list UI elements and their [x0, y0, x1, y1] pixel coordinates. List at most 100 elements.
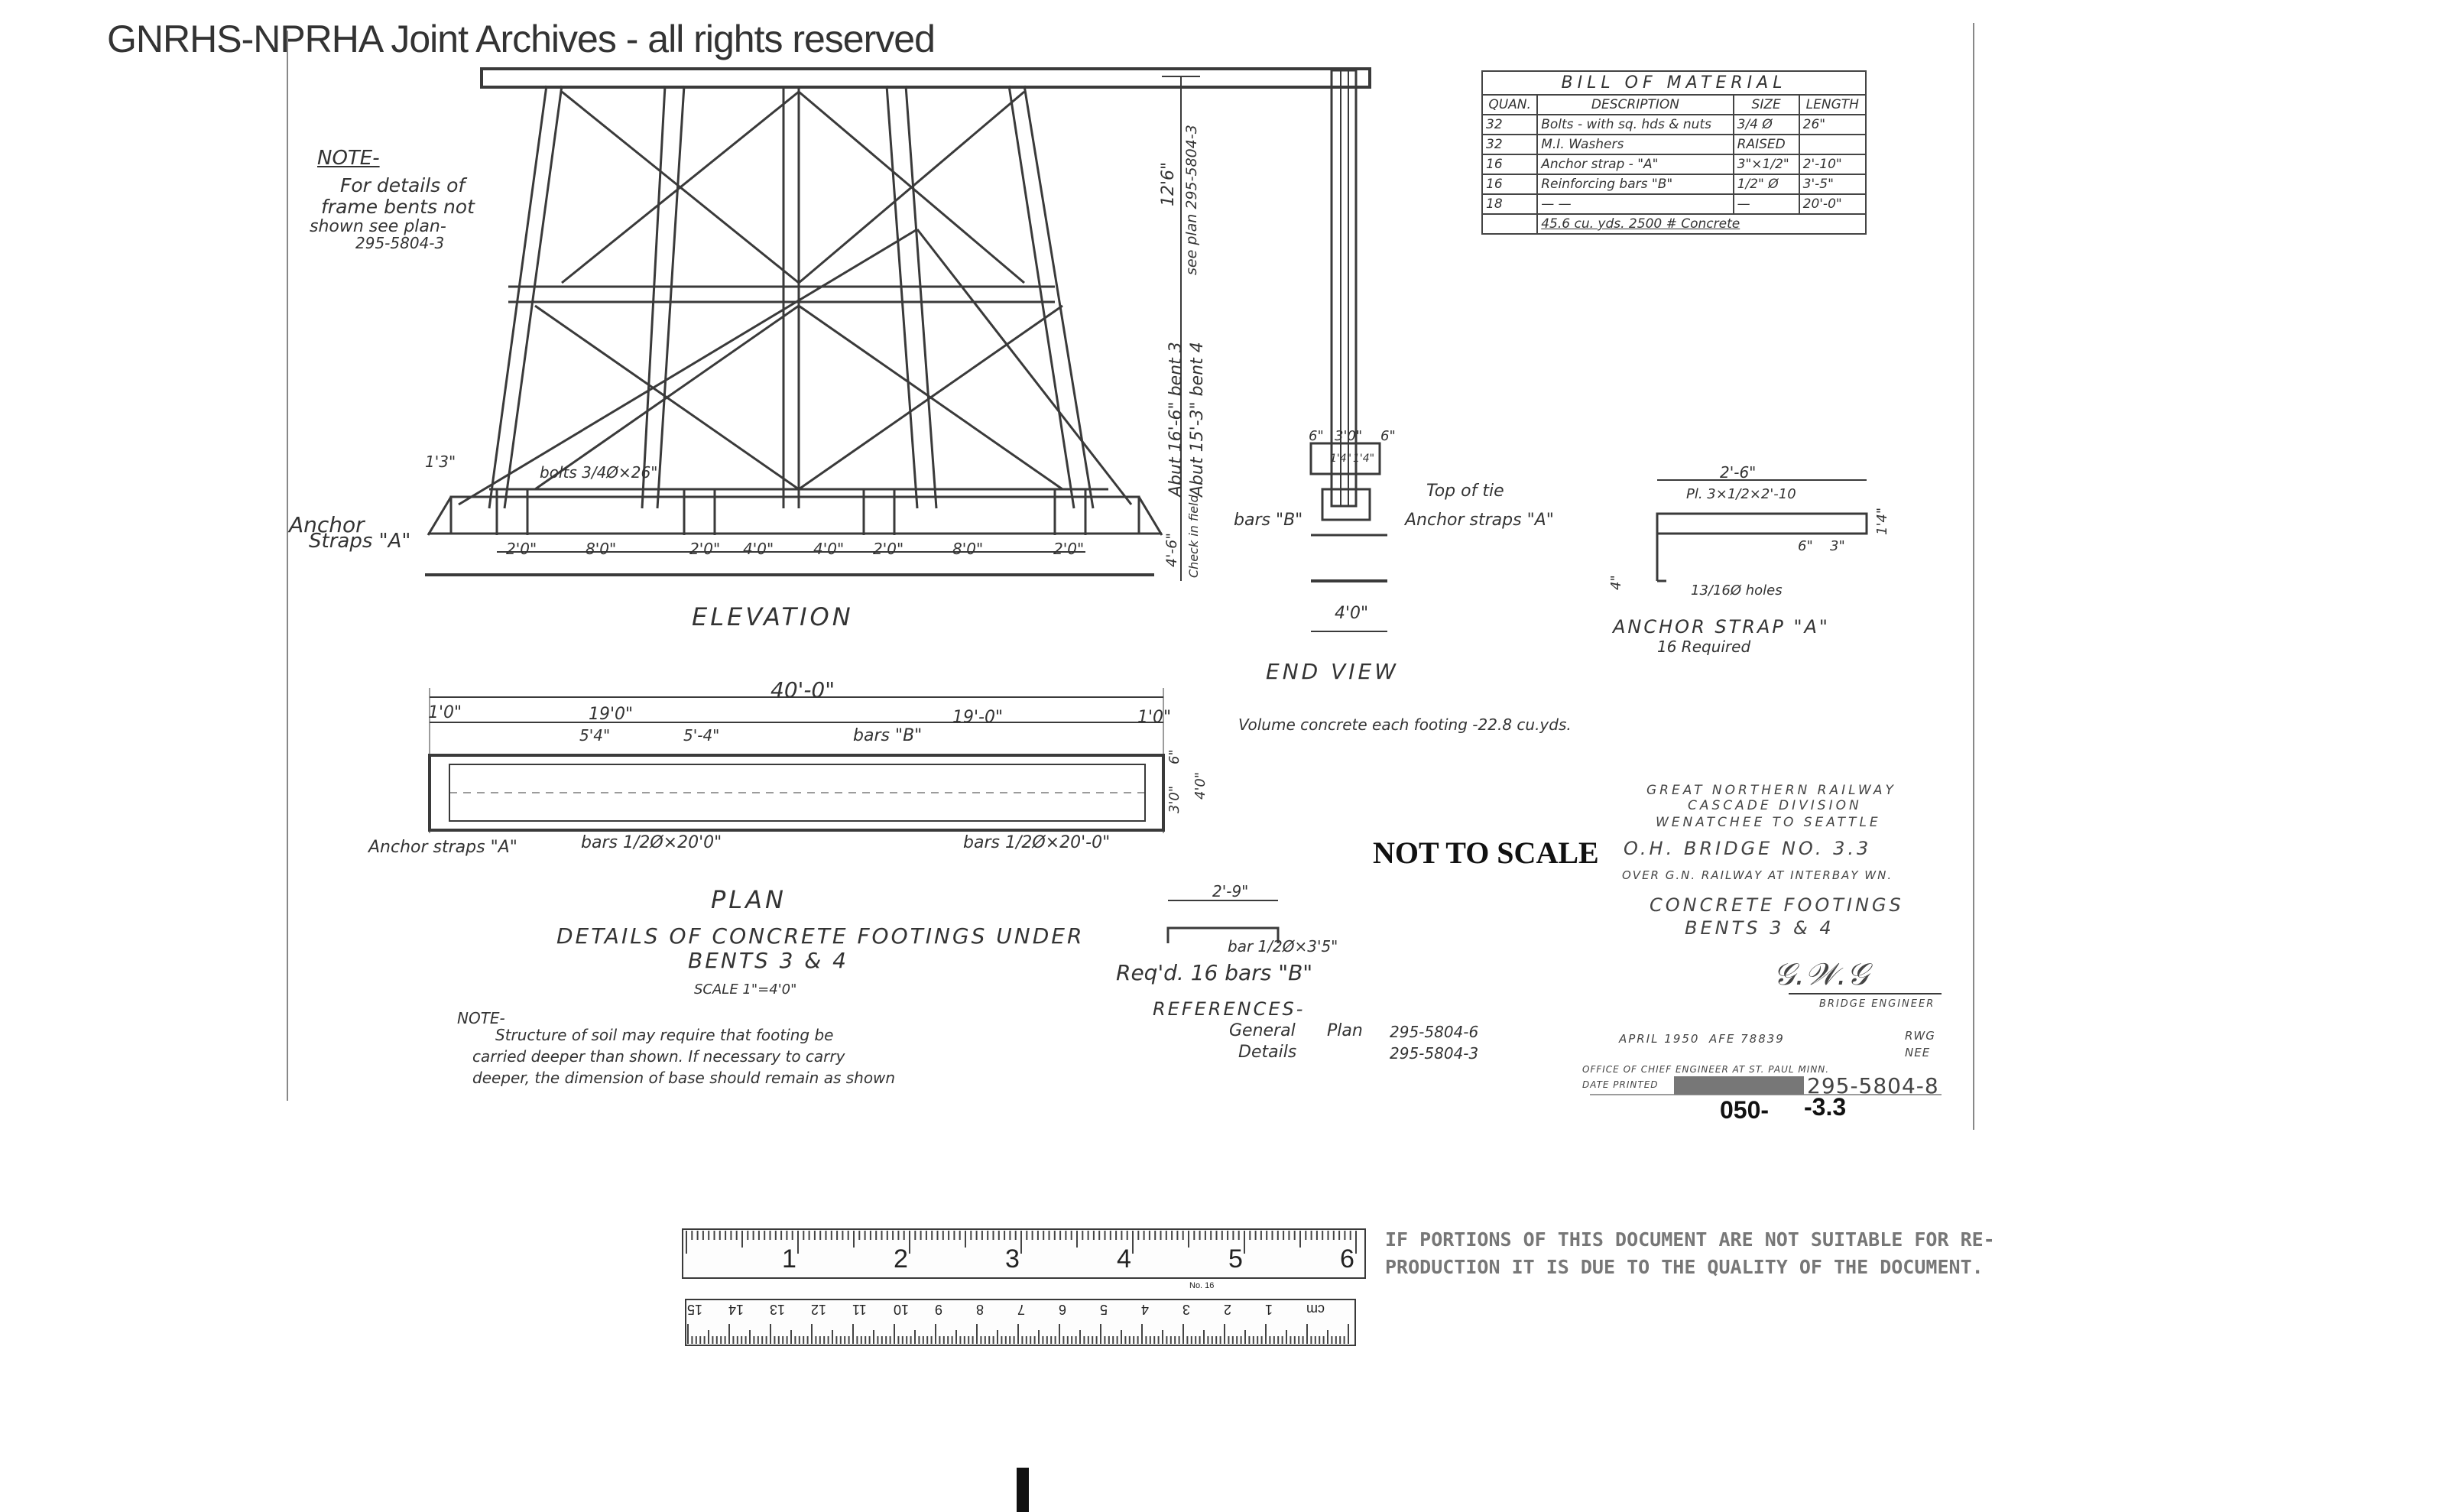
plan-width-a: 3'0"	[1166, 785, 1182, 813]
bar-b-label: bar 1/2Ø×3'5"	[1228, 937, 1338, 956]
elevation-dim-2: 8'0"	[586, 540, 617, 558]
quality-stamp-line-2: PRODUCTION IT IS DUE TO THE QUALITY OF T…	[1385, 1256, 1984, 1278]
bom-col-desc: DESCRIPTION	[1536, 94, 1734, 115]
elevation-left-mark: 1'3"	[425, 453, 456, 471]
tb-date: APRIL 1950	[1619, 1032, 1700, 1046]
quality-stamp-line-1: IF PORTIONS OF THIS DOCUMENT ARE NOT SUI…	[1385, 1228, 1995, 1251]
bom-length: 3'-5"	[1798, 174, 1867, 195]
tb-over: OVER G.N. RAILWAY AT INTERBAY WN.	[1622, 868, 1893, 882]
elevation-dim-3: 2'0"	[689, 540, 721, 558]
bom-col-length: LENGTH	[1798, 94, 1867, 115]
end-view-inner-dim-2: 1'4"	[1353, 453, 1375, 465]
note-top-line-1: For details of	[340, 174, 466, 196]
sheet-number-suffix: -3.3	[1804, 1093, 1847, 1121]
ruler-cm-label: 9	[935, 1302, 943, 1317]
bom-total-blank	[1481, 213, 1539, 235]
elevation-check: Check in field	[1186, 495, 1201, 578]
bom-quan: 16	[1481, 174, 1539, 195]
ruler-cm-label: 4	[1141, 1302, 1150, 1317]
quality-stamp: IF PORTIONS OF THIS DOCUMENT ARE NOT SUI…	[1385, 1226, 1995, 1281]
tb-route: WENATCHEE TO SEATTLE	[1656, 815, 1881, 830]
bom-row: 18 — — — 20'-0"	[1481, 193, 1867, 215]
bill-of-material: BILL OF MATERIAL QUAN. DESCRIPTION SIZE …	[1481, 70, 1867, 235]
bar-b-length: 2'-9"	[1212, 882, 1249, 900]
bom-total: 45.6 cu. yds. 2500 # Concrete	[1536, 213, 1867, 235]
bom-total-row: 45.6 cu. yds. 2500 # Concrete	[1481, 213, 1867, 235]
ruler-cm-label: 7	[1017, 1302, 1026, 1317]
references-plan-no: 295-5804-6	[1390, 1023, 1479, 1041]
strap-dim-1: 6"	[1798, 538, 1813, 554]
bom-length	[1798, 134, 1867, 155]
tb-printed: DATE PRINTED	[1582, 1079, 1659, 1090]
ruler-inch-label: 3	[1005, 1244, 1020, 1274]
ruler-cm-label: 1	[1265, 1302, 1273, 1317]
not-to-scale-label: NOT TO SCALE	[1373, 835, 1599, 870]
references-title: REFERENCES-	[1153, 998, 1306, 1020]
bom-desc: — —	[1536, 193, 1734, 215]
ruler-inch-label: 5	[1228, 1244, 1243, 1274]
bom-table: BILL OF MATERIAL QUAN. DESCRIPTION SIZE …	[1481, 70, 1867, 235]
plan-overall: 40'-0"	[770, 677, 835, 702]
ruler-cm-label: 10	[894, 1302, 910, 1317]
bom-quan: 32	[1481, 134, 1539, 155]
bom-quan: 18	[1481, 193, 1539, 215]
bom-desc: Reinforcing bars "B"	[1536, 174, 1734, 195]
bom-row: 32 Bolts - with sq. hds & nuts 3/4 Ø 26"	[1481, 114, 1867, 135]
bom-desc: M.I. Washers	[1536, 134, 1734, 155]
elevation-bent-4: Abut 15'-3" bent 4	[1188, 342, 1207, 497]
end-view-volume-note: Volume concrete each footing -22.8 cu.yd…	[1238, 715, 1572, 734]
end-view-width: 4'0"	[1335, 604, 1369, 623]
elevation-dim-1: 2'0"	[506, 540, 537, 558]
elevation-anchor: Anchor	[289, 512, 365, 537]
end-view-top-dim-2: 3'0"	[1335, 428, 1363, 444]
plan-sub-1: 5'4"	[579, 726, 611, 745]
tb-rwg: RWG	[1905, 1029, 1935, 1043]
strap-left: 4"	[1608, 575, 1624, 590]
strap-required: 16 Required	[1657, 638, 1751, 656]
bom-size: —	[1732, 193, 1800, 215]
tb-railway: GREAT NORTHERN RAILWAY	[1646, 783, 1896, 798]
plan-sub-2: 5'-4"	[683, 726, 720, 745]
bom-length: 26"	[1798, 114, 1867, 135]
elevation-depth: 4'-6"	[1163, 533, 1180, 567]
sheet-number-prefix: 050-	[1720, 1096, 1770, 1124]
elevation-dim-7: 8'0"	[952, 540, 984, 558]
ruler-cm-label: cm	[1306, 1302, 1325, 1317]
references-details: Details	[1238, 1043, 1297, 1062]
note-bottom-line-2: carried deeper than shown. If necessary …	[472, 1047, 845, 1066]
ruler-cm-label: 12	[811, 1302, 827, 1317]
strap-plate: Pl. 3×1/2×2'-10	[1686, 486, 1796, 502]
plan-width-b: 6"	[1166, 749, 1182, 764]
elevation-straps: Straps "A"	[309, 530, 411, 553]
bom-row: 16 Anchor strap - "A" 3"×1/2" 2'-10"	[1481, 154, 1867, 175]
plan-anchor-straps: Anchor straps "A"	[368, 838, 517, 857]
bom-col-quan: QUAN.	[1481, 94, 1539, 115]
bom-desc: Anchor strap - "A"	[1536, 154, 1734, 175]
tb-nee: NEE	[1905, 1046, 1931, 1059]
ruler-cm-label: 8	[976, 1302, 985, 1317]
tb-engineer: BRIDGE ENGINEER	[1819, 998, 1935, 1010]
elevation-title: ELEVATION	[692, 602, 854, 631]
end-view-top-of-tie: Top of tie	[1426, 482, 1504, 501]
plan-right-end: 1'0"	[1137, 708, 1172, 727]
elevation-bent-3: Abut 16'-6" bent 3	[1166, 342, 1186, 497]
note-top-line-4: 295-5804-3	[355, 234, 445, 252]
tb-drawing-no: 295-5804-8	[1807, 1073, 1939, 1098]
end-view-top-dim-3: 6"	[1380, 428, 1396, 444]
end-view-anchor-straps: Anchor straps "A"	[1405, 511, 1554, 530]
note-bottom-label: NOTE-	[457, 1009, 505, 1027]
tb-afe: AFE 78839	[1709, 1032, 1785, 1046]
end-view-bars-b: bars "B"	[1234, 511, 1303, 530]
note-top-line-2: frame bents not	[321, 196, 475, 218]
elevation-dim-5: 4'0"	[813, 540, 845, 558]
bom-desc: Bolts - with sq. hds & nuts	[1536, 114, 1734, 135]
elevation-dim-6: 2'0"	[873, 540, 904, 558]
ruler-cm-label: 15	[687, 1302, 703, 1317]
ruler-cm-label: 3	[1182, 1302, 1191, 1317]
plan-width-c: 4'0"	[1192, 771, 1208, 800]
details-title-2: BENTS 3 & 4	[688, 948, 848, 973]
references-details-no: 295-5804-3	[1390, 1044, 1479, 1063]
ruler-inch-label: 2	[894, 1244, 908, 1274]
bom-col-size: SIZE	[1732, 94, 1800, 115]
